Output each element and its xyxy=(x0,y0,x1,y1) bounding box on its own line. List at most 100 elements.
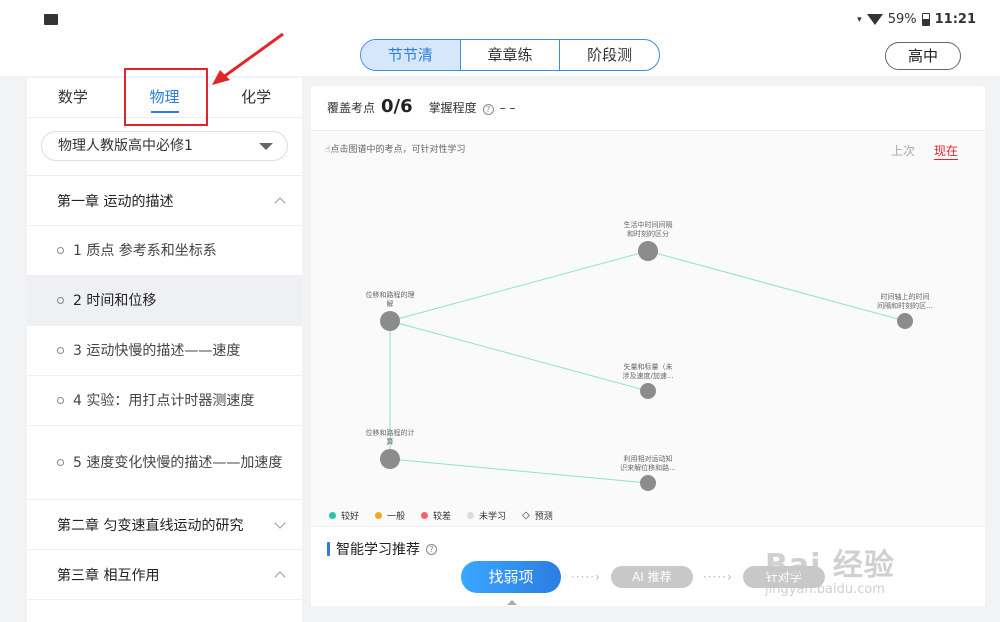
graph-edge xyxy=(647,250,906,322)
recommend-section: 智能学习推荐 ? 找弱项 ·····› AI 推荐 ·····› 针对学 xyxy=(311,526,985,606)
grade-selector[interactable]: 高中 xyxy=(885,42,961,70)
section-label: 4 实验：用打点计时器测速度 xyxy=(73,392,255,409)
battery-percent: 59% xyxy=(887,12,917,27)
section-item[interactable]: 3 运动快慢的描述——速度 xyxy=(27,326,302,376)
graph-node-label: 算 xyxy=(387,437,394,446)
bullet-icon xyxy=(57,297,64,304)
annotation-arrow xyxy=(212,32,284,85)
legend-dot-poor xyxy=(421,512,429,519)
section-label: 3 运动快慢的描述——速度 xyxy=(73,342,241,359)
chevron-up-icon xyxy=(274,196,286,209)
chapter-1[interactable]: 第一章 运动的描述 xyxy=(27,176,302,226)
graph-node-label: 位移和路程的理 xyxy=(366,290,415,299)
ai-recommend-button[interactable]: AI 推荐 xyxy=(610,566,693,588)
wifi-icon xyxy=(866,14,883,25)
bullet-icon xyxy=(57,397,64,404)
subject-tab-math[interactable]: 数学 xyxy=(57,88,88,106)
graph-node-label: 时间轴上的时间 xyxy=(881,292,930,301)
status-bar: ▾ 59% 11:21 xyxy=(0,0,1000,40)
bullet-icon xyxy=(57,459,64,466)
mastery-value: – – xyxy=(499,101,516,115)
section-item-active[interactable]: 2 时间和位移 xyxy=(27,276,302,326)
mastery-label: 掌握程度 xyxy=(428,101,477,115)
graph-node[interactable] xyxy=(897,313,913,329)
caret-up-icon xyxy=(507,600,517,605)
graph-node-label: 矢量和标量（未 xyxy=(624,362,673,371)
graph-node-label: 间隔和时刻的区... xyxy=(877,301,933,310)
legend-item: 一般 xyxy=(375,509,405,522)
tab-jiejieqing[interactable]: 节节清 xyxy=(361,40,461,70)
graph-node-label: 解 xyxy=(387,299,394,308)
chapter-3-label: 第三章 相互作用 xyxy=(57,567,160,584)
coverage-label: 覆盖考点 xyxy=(327,101,376,115)
coverage-value: 0/6 xyxy=(381,96,413,117)
find-weak-button[interactable]: 找弱项 xyxy=(461,561,561,593)
toggle-now[interactable]: 现在 xyxy=(934,144,959,160)
graph-node-label: 和时刻的区分 xyxy=(627,229,669,238)
legend-dot-unlearned xyxy=(467,512,475,519)
dropdown-caret-icon xyxy=(259,143,273,150)
help-icon[interactable]: ? xyxy=(482,104,494,115)
graph-node[interactable] xyxy=(640,383,656,399)
graph-edge xyxy=(389,320,649,392)
hand-icon: ☝ xyxy=(325,145,331,155)
section-label: 1 质点 参考系和坐标系 xyxy=(73,242,217,259)
tab-zhangzhanglian[interactable]: 章章练 xyxy=(461,40,561,70)
chapter-3[interactable]: 第三章 相互作用 xyxy=(27,550,302,600)
legend-item: 较差 xyxy=(421,509,451,522)
knowledge-graph-area xyxy=(311,131,985,526)
arrow-dots-icon: ·····› xyxy=(571,570,601,584)
section-label: 2 时间和位移 xyxy=(73,292,157,309)
knowledge-panel: 覆盖考点 0/6 掌握程度 ? – – ☝点击图谱中的考点，可针对性学习 上次 … xyxy=(311,86,985,606)
highlight-box xyxy=(124,68,208,126)
graph-legend: 较好 一般 较差 未学习 ◇预测 xyxy=(329,509,553,522)
subject-tabs: 数学 物理 化学 xyxy=(27,78,302,118)
graph-edge xyxy=(389,458,649,484)
graph-hint: ☝点击图谱中的考点，可针对性学习 xyxy=(325,145,466,155)
status-right: ▾ 59% 11:21 xyxy=(857,12,976,27)
recommend-title: 智能学习推荐 ? xyxy=(327,539,437,559)
bullet-icon xyxy=(57,347,64,354)
chapter-2-label: 第二章 匀变速直线运动的研究 xyxy=(57,517,244,534)
graph-node-label: 涉及速度/加速... xyxy=(622,371,673,380)
chapter-1-label: 第一章 运动的描述 xyxy=(57,193,174,210)
graph-node-label: 位移和路程的计 xyxy=(366,428,415,437)
subject-tab-chemistry[interactable]: 化学 xyxy=(241,88,272,106)
left-panel: 数学 物理 化学 物理人教版高中必修1 第一章 运动的描述 1 质点 参考系和坐… xyxy=(27,68,302,622)
arrow-dots-icon: ·····› xyxy=(702,570,733,584)
graph-node-label: 识来解位移和路... xyxy=(620,463,676,472)
toggle-previous[interactable]: 上次 xyxy=(891,144,916,158)
battery-icon xyxy=(921,13,930,26)
watermark-logo: Bai 经验 jingyan.baidu.com xyxy=(765,548,895,597)
book-select-value: 物理人教版高中必修1 xyxy=(58,138,193,154)
chapter-2[interactable]: 第二章 匀变速直线运动的研究 xyxy=(27,500,302,550)
chevron-down-icon xyxy=(274,516,286,529)
section-item[interactable]: 4 实验：用打点计时器测速度 xyxy=(27,376,302,426)
diamond-icon: ◇ xyxy=(522,510,530,521)
help-icon[interactable]: ? xyxy=(426,543,437,555)
legend-dot-normal xyxy=(375,512,383,519)
graph-node-label: 生活中时间间隔 xyxy=(624,220,673,229)
graph-node-label: 利用相对运动知 xyxy=(624,454,673,463)
targeted-study-button[interactable]: 针对学 xyxy=(742,566,825,588)
legend-item: 较好 xyxy=(329,509,359,522)
graph-node[interactable] xyxy=(380,311,400,331)
clock: 11:21 xyxy=(934,12,976,27)
mode-tabs: 节节清 章章练 阶段测 xyxy=(360,39,660,71)
coverage-summary: 覆盖考点 0/6 掌握程度 ? – – xyxy=(327,96,515,117)
book-select[interactable]: 物理人教版高中必修1 xyxy=(41,131,288,161)
image-icon xyxy=(44,14,58,25)
recommend-steps: 找弱项 ·····› AI 推荐 ·····› 针对学 xyxy=(461,561,825,593)
tab-jieduance[interactable]: 阶段测 xyxy=(587,46,633,64)
graph-node[interactable] xyxy=(640,475,656,491)
graph-node[interactable] xyxy=(638,241,658,261)
section-label: 5 速度变化快慢的描述——加速度 xyxy=(73,454,283,471)
chevron-up-icon xyxy=(274,570,286,583)
graph-node[interactable] xyxy=(380,449,400,469)
section-item[interactable]: 1 质点 参考系和坐标系 xyxy=(27,226,302,276)
section-item[interactable]: 5 速度变化快慢的描述——加速度 xyxy=(27,426,302,500)
legend-item: 未学习 xyxy=(467,509,506,522)
subject-tab-physics[interactable]: 物理 xyxy=(119,78,211,117)
legend-item: ◇预测 xyxy=(522,510,553,522)
